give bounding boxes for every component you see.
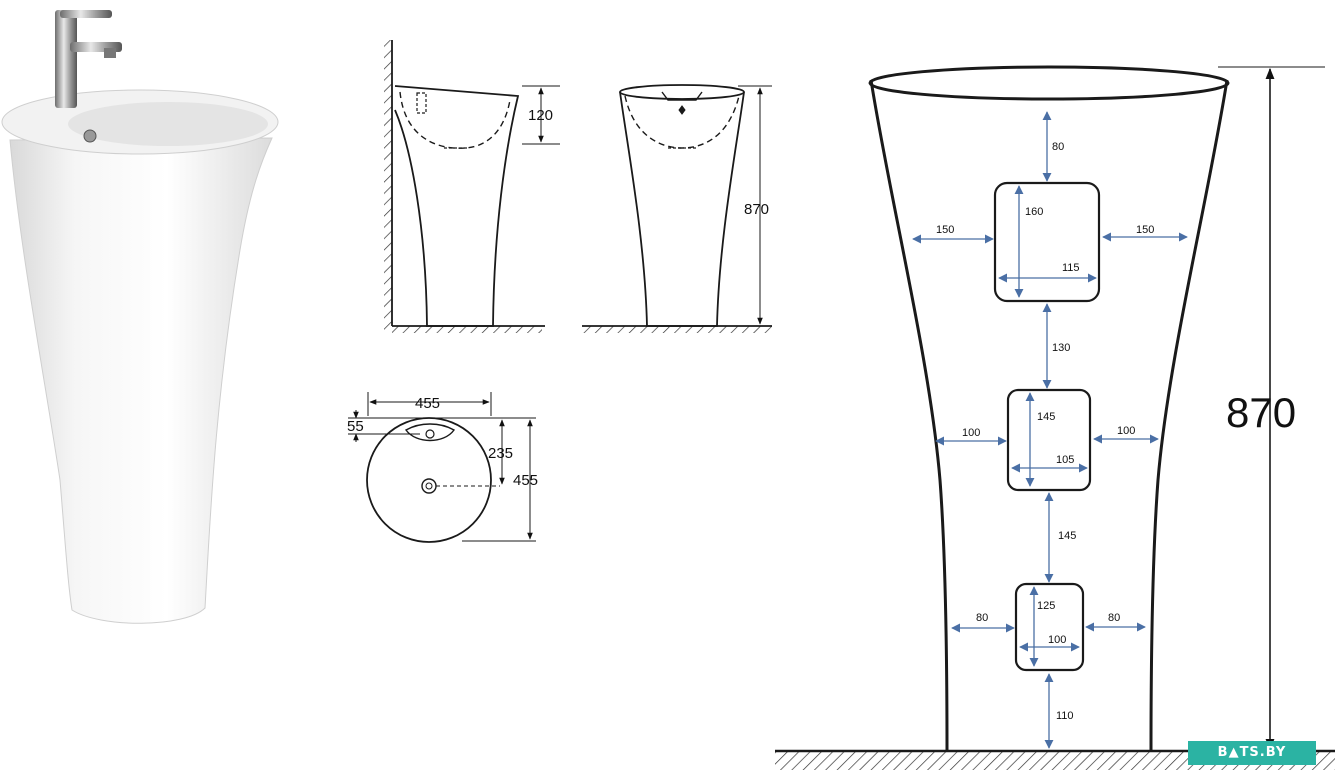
pedestal-body bbox=[9, 137, 273, 624]
opening-1 bbox=[993, 181, 1101, 303]
front-profile bbox=[619, 91, 745, 327]
dim-top-depth: 455 bbox=[513, 472, 538, 489]
dim-gap-2: 145 bbox=[1058, 530, 1076, 542]
tap-hole-recess bbox=[404, 423, 456, 442]
front-bowl-hidden bbox=[624, 95, 740, 149]
dim-gap-1: 130 bbox=[1052, 342, 1070, 354]
faucet-outlet bbox=[104, 48, 116, 58]
detail-arrows bbox=[912, 111, 1188, 749]
dim-opening-2-right: 100 bbox=[1117, 425, 1135, 437]
faucet-body bbox=[55, 10, 77, 108]
dim-opening-3-left: 80 bbox=[976, 612, 988, 624]
side-bowl-hidden bbox=[399, 91, 511, 149]
basin-bowl bbox=[68, 102, 268, 146]
drain-circle bbox=[421, 478, 437, 494]
opening-2 bbox=[1006, 388, 1092, 492]
dim-total-height: 870 bbox=[1226, 389, 1296, 436]
top-basin-circle bbox=[366, 417, 492, 543]
dim-top-width: 455 bbox=[415, 395, 440, 412]
watermark-logo: B▲TS.BY bbox=[1188, 741, 1316, 765]
detail-rim bbox=[868, 65, 1230, 101]
dim-opening-1-right: 150 bbox=[1136, 224, 1154, 236]
dim-opening-3-height: 125 bbox=[1037, 600, 1055, 612]
watermark-text: B▲TS.BY bbox=[1217, 745, 1287, 760]
top-view bbox=[348, 392, 536, 543]
dim-opening-3-right: 80 bbox=[1108, 612, 1120, 624]
dim-opening-1-left: 150 bbox=[936, 224, 954, 236]
dim-top-margin: 80 bbox=[1052, 141, 1064, 153]
floor-hatch-side bbox=[392, 326, 542, 333]
overflow-ring bbox=[83, 129, 97, 143]
dim-front-height: 870 bbox=[744, 201, 769, 218]
dim-opening-2-height: 145 bbox=[1037, 411, 1055, 423]
dim-opening-1-height: 160 bbox=[1025, 206, 1043, 218]
product-photo bbox=[1, 10, 279, 624]
front-rim bbox=[619, 84, 745, 100]
dim-top-tap-offset: 55 bbox=[347, 418, 364, 435]
dim-bottom-margin: 110 bbox=[1056, 710, 1074, 722]
detail-profile-right bbox=[1149, 79, 1229, 752]
opening-3 bbox=[1014, 582, 1085, 672]
side-profile bbox=[394, 85, 520, 327]
side-view bbox=[384, 40, 560, 333]
detail-labels: 80 160 115 150 150 130 145 105 100 100 1… bbox=[936, 141, 1154, 722]
dim-top-drain-offset: 235 bbox=[488, 445, 513, 462]
dim-opening-1-width: 115 bbox=[1062, 262, 1080, 274]
detail-profile-left bbox=[869, 79, 949, 752]
dim-opening-3-width: 100 bbox=[1048, 634, 1066, 646]
front-view bbox=[582, 84, 772, 333]
dim-opening-2-left: 100 bbox=[962, 427, 980, 439]
dim-side-top: 120 bbox=[528, 107, 553, 124]
dim-opening-2-width: 105 bbox=[1056, 454, 1074, 466]
floor-hatch-front bbox=[582, 326, 772, 333]
faucet-handle bbox=[60, 10, 112, 18]
wall-hatch bbox=[384, 40, 392, 330]
